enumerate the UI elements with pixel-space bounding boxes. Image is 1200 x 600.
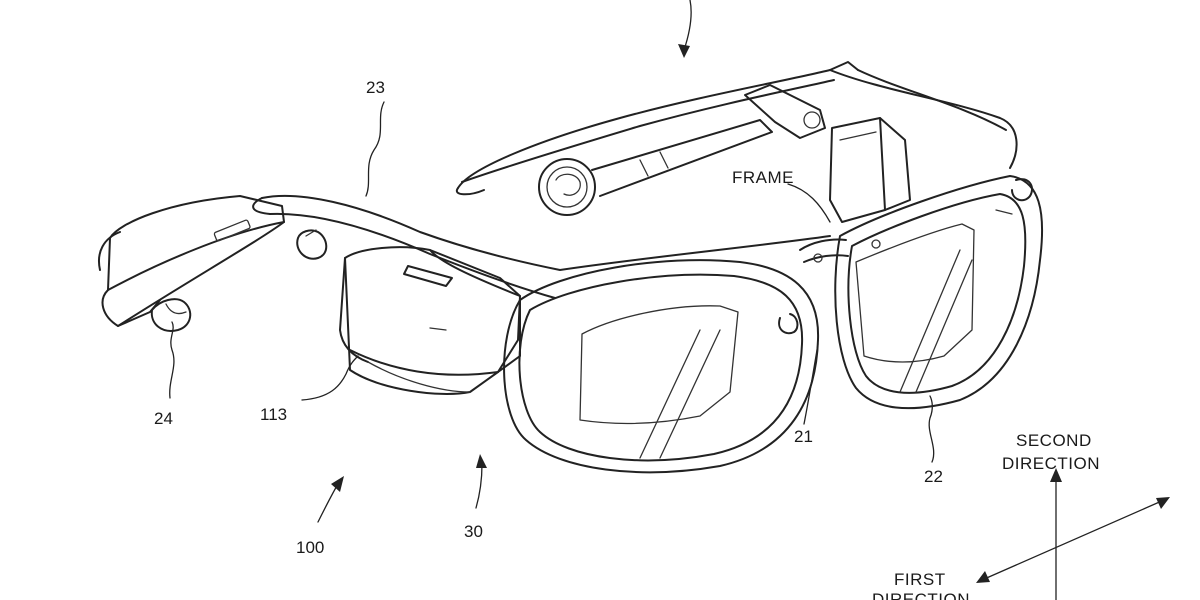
label-22: 22	[924, 467, 943, 486]
label-30: 30	[464, 522, 483, 541]
label-first-direction-line2: DIRECTION	[872, 590, 970, 600]
label-24: 24	[154, 409, 173, 428]
far-earphone-unit	[538, 84, 826, 216]
far-temple-arm	[455, 61, 1018, 196]
direction-axes	[976, 468, 1170, 600]
far-side-housing	[829, 117, 911, 223]
near-temple-tip-block	[98, 195, 285, 327]
reference-arrow-100	[317, 476, 344, 523]
temple-knob	[296, 229, 328, 260]
near-lens	[503, 259, 820, 474]
label-first-direction-line1: FIRST	[894, 570, 946, 589]
label-second-direction-line2: DIRECTION	[1002, 454, 1100, 473]
label-23: 23	[366, 78, 385, 97]
label-frame: FRAME	[732, 168, 794, 187]
label-second-direction-line1: SECOND	[1016, 431, 1092, 450]
far-lens	[834, 175, 1044, 410]
reference-arrow-30	[475, 454, 487, 509]
leader-lines	[169, 101, 935, 463]
top-pointer-arrow	[678, 0, 692, 58]
near-earbud	[150, 298, 192, 332]
lens-bridge	[778, 238, 849, 335]
label-21: 21	[794, 427, 813, 446]
label-113: 113	[260, 405, 287, 424]
label-100: 100	[296, 538, 324, 557]
near-temple-arm	[252, 194, 831, 299]
display-housing	[339, 246, 521, 395]
